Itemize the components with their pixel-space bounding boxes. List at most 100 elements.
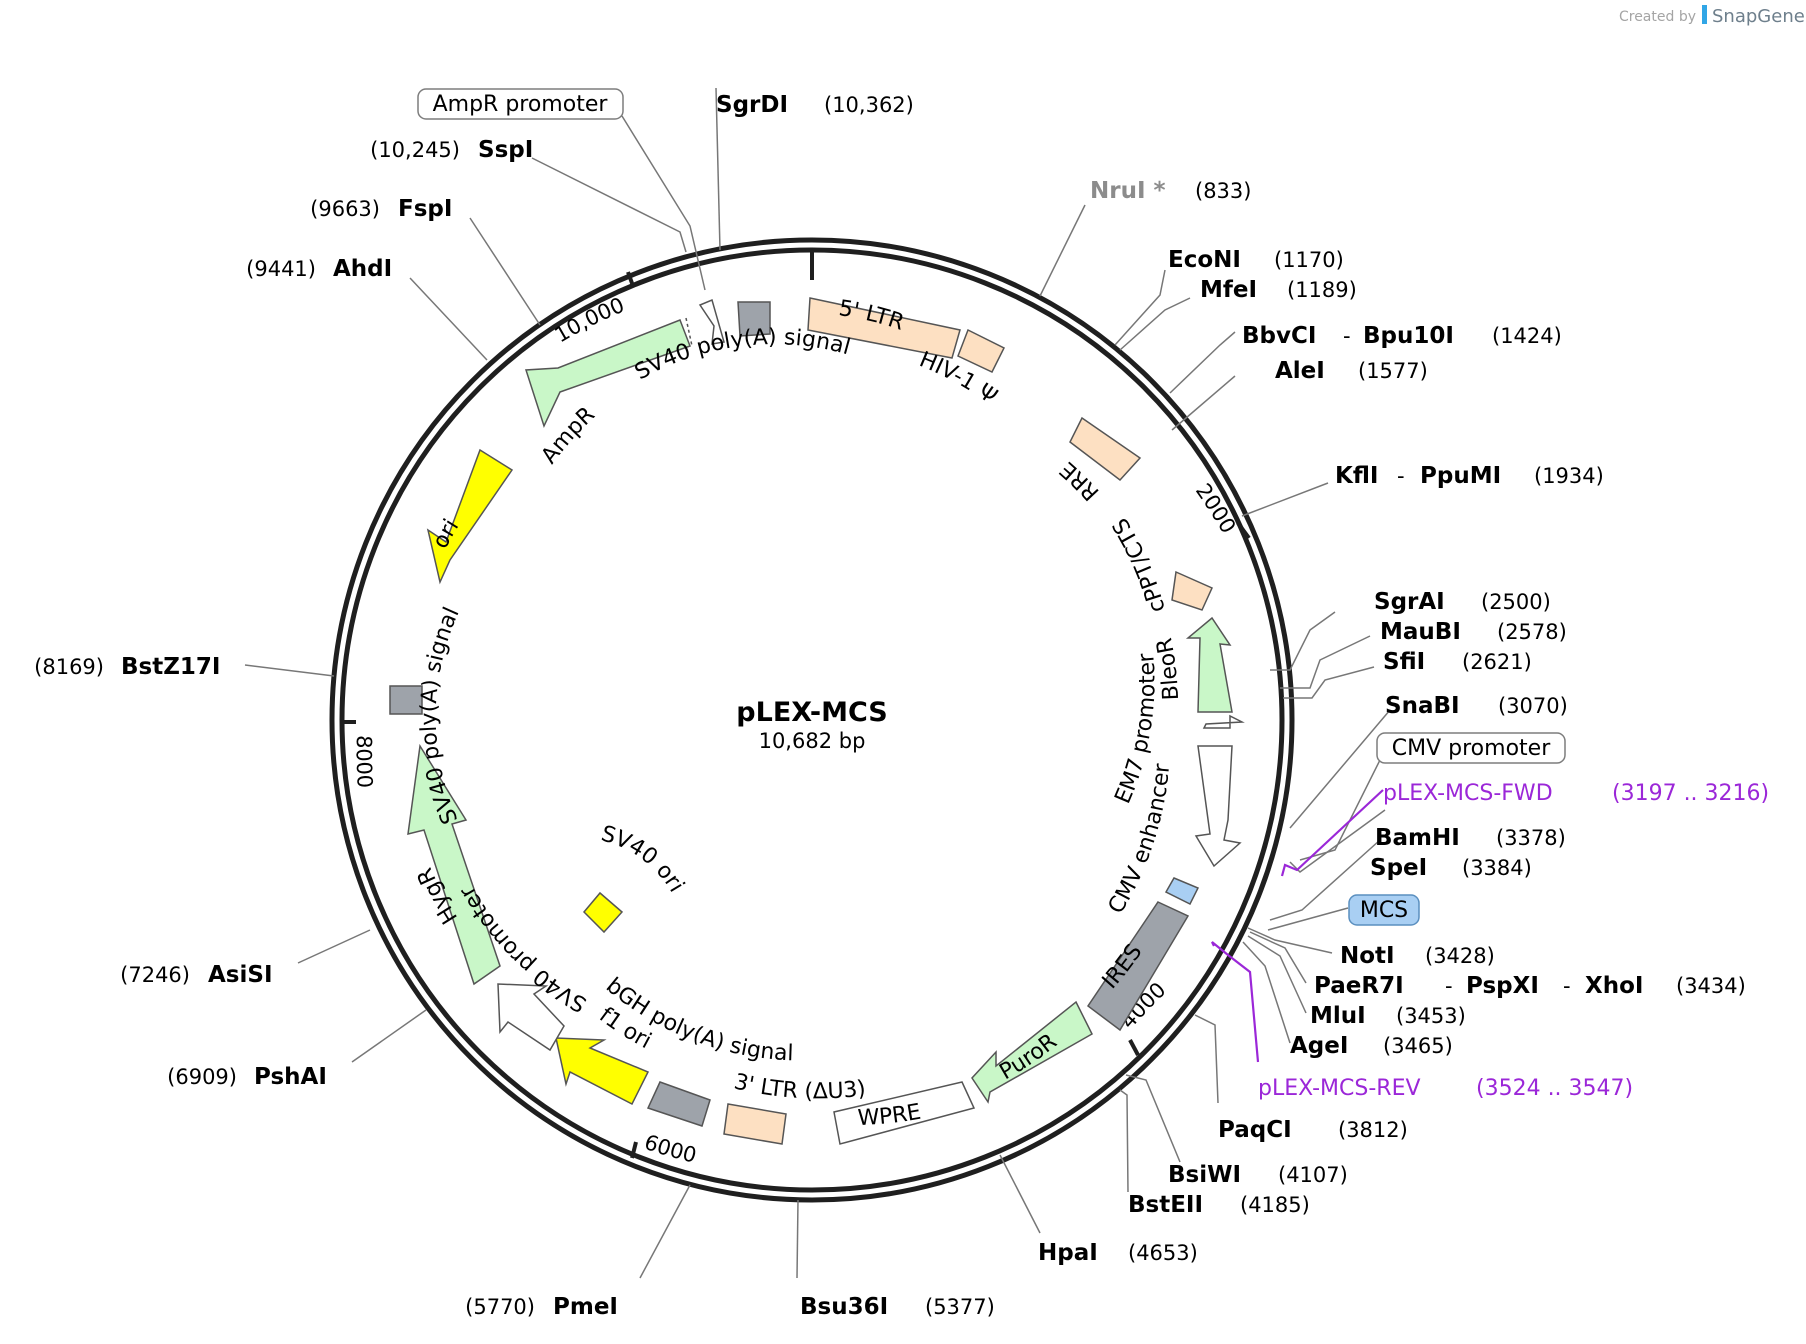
site-hpai-name[interactable]: HpaI [1038,1240,1098,1266]
site-bsu36i-name[interactable]: Bsu36I [800,1294,888,1320]
feature-bleor[interactable] [1185,616,1233,713]
site-snabi-name[interactable]: SnaBI [1385,693,1460,719]
site-bbvci-name[interactable]: BbvCI [1242,323,1316,349]
leader-econi [1114,269,1166,346]
site-asisi-name[interactable]: AsiSI [208,962,273,988]
plasmid-name: pLEX-MCS [736,697,887,728]
site-sgrdi-name[interactable]: SgrDI [716,92,788,118]
tick-marks [344,252,1251,1159]
ampr-promoter-box[interactable] [417,88,624,120]
leader-paqci [1194,1014,1219,1104]
feature-ltr3[interactable] [723,1103,787,1145]
leader-kfli [1241,482,1329,517]
feature-ltr5[interactable] [807,297,961,359]
feature-wpre[interactable] [833,1081,976,1145]
leader-agei [1242,941,1291,1044]
site-bsteii-name[interactable]: BstEII [1128,1192,1203,1218]
leader-sgrdi [715,87,721,251]
site-econi-name[interactable]: EcoNI [1168,247,1241,273]
feature-rre[interactable] [1069,416,1142,482]
site-kfli-name[interactable]: KflI [1335,463,1378,489]
feature-f1-ori[interactable] [646,1081,711,1127]
tick-label-10000: 10,000 [550,293,627,347]
leader-cmv-promoter [1299,759,1381,861]
feature-ampr[interactable] [524,319,691,429]
site-maubi-name[interactable]: MauBI [1380,619,1461,645]
feature-sv40-ori[interactable] [582,891,624,934]
site-xhoi-name[interactable]: XhoI [1585,973,1643,999]
tick-10000 [626,271,635,287]
site-paqci-name[interactable]: PaqCI [1218,1117,1292,1143]
plasmid-length: 10,682 bp [759,729,866,753]
site-ahdi-pos: (9441) [246,257,316,281]
feature-hygr[interactable] [407,743,501,986]
site-fspi-name[interactable]: FspI [398,196,452,222]
site-spei-name[interactable]: SpeI [1370,855,1427,881]
feature-cppt[interactable] [1171,570,1213,611]
credit: Created by SnapGene [1619,5,1805,27]
site-kfli-sep: - [1397,464,1405,488]
site-spei-pos: (3384) [1462,856,1532,880]
primers [1211,789,1384,1063]
feature-cmv-enhancer[interactable] [1194,745,1242,868]
leader-sfii [1283,666,1375,699]
site-sfii-name[interactable]: SfiI [1383,649,1425,675]
site-pshai-name[interactable]: PshAI [254,1064,327,1090]
site-mlui-name[interactable]: MluI [1310,1003,1366,1029]
site-ppumi-name[interactable]: PpuMI [1420,463,1501,489]
site-sgrai-name[interactable]: SgrAI [1374,589,1445,615]
feature-hiv-psi[interactable] [957,328,1006,373]
site-maubi-pos: (2578) [1497,620,1567,644]
site-agei-name[interactable]: AgeI [1290,1033,1348,1059]
primer-fwd-name[interactable]: pLEX-MCS-FWD [1383,781,1553,806]
feature-ori[interactable] [426,448,514,585]
site-bsu36i-pos: (5377) [925,1295,995,1319]
primer-rev-marker[interactable] [1211,941,1260,1063]
site-paqci-pos: (3812) [1338,1118,1408,1142]
leader-bsteii [1119,1089,1129,1193]
feature-ires[interactable] [1086,901,1190,1032]
site-bsiwi-name[interactable]: BsiWI [1168,1162,1241,1188]
leader-asisi [297,929,371,964]
cmv-promoter-box[interactable] [1376,732,1566,764]
feature-puror[interactable] [971,1000,1093,1104]
mcs-box[interactable] [1348,894,1420,926]
leader-mlui [1247,935,1307,1014]
leader-bamhi [1289,809,1386,873]
leader-maubi [1280,635,1371,689]
credit-prefix: Created by [1619,9,1696,25]
site-noti-name[interactable]: NotI [1340,943,1395,969]
feature-sv40-polya-left[interactable] [389,685,423,715]
site-hpai-pos: (4653) [1128,1241,1198,1265]
feature-em7-promoter[interactable] [1202,714,1245,729]
feature-bgh-polya[interactable] [555,1037,650,1106]
feature-sv40-polya-top[interactable] [737,301,771,337]
site-bstz17i-name[interactable]: BstZ17I [121,654,220,680]
label-sv40-ori: SV40 ori [598,822,688,897]
site-fspi-pos: (9663) [310,197,380,221]
site-mfei-name[interactable]: MfeI [1200,277,1257,303]
site-sspi-name[interactable]: SspI [478,137,533,163]
label-rre: RRE [1056,456,1105,505]
feature-mcs[interactable] [1164,877,1200,906]
site-paer7i-name[interactable]: PaeR7I [1314,973,1404,999]
site-snabi-pos: (3070) [1498,694,1568,718]
leader-noti [1247,927,1333,954]
primer-fwd-marker[interactable] [1280,789,1384,877]
site-nrui-name[interactable]: NruI * [1090,178,1166,204]
site-bpu10i-name[interactable]: Bpu10I [1363,323,1454,349]
site-kfli-pos: (1934) [1534,464,1604,488]
feature-sv40-promoter[interactable] [497,983,565,1052]
leader-hpai [999,1154,1041,1234]
site-bamhi-name[interactable]: BamHI [1375,825,1460,851]
site-pspxi-name[interactable]: PspXI [1466,973,1539,999]
site-pmei-pos: (5770) [465,1295,535,1319]
primer-rev-name[interactable]: pLEX-MCS-REV [1258,1076,1421,1101]
leader-snabi [1289,709,1391,829]
site-alei-name[interactable]: AleI [1275,358,1325,384]
leader-nrui [1039,204,1086,297]
site-pmei-name[interactable]: PmeI [553,1294,618,1320]
leader-sgrai [1270,611,1336,671]
site-ahdi-name[interactable]: AhdI [333,256,392,282]
feature-ampr-promoter[interactable] [698,298,725,345]
